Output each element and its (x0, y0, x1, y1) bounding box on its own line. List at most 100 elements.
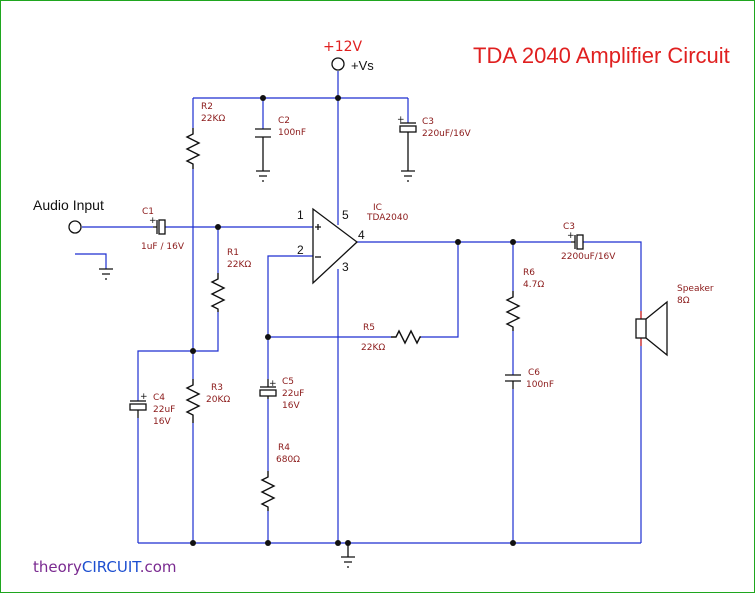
capacitor-c3-output: + C3 2200uF/16V (561, 222, 616, 262)
r2-name: R2 (201, 102, 213, 112)
c1-name: C1 (142, 207, 154, 217)
resistor-icon (260, 471, 276, 511)
resistor-icon (210, 273, 226, 312)
plus-icon: + (149, 216, 157, 226)
c4-value-line1: 22uF (153, 405, 175, 415)
c3a-name: C3 (422, 117, 434, 127)
capacitor-c1: + C1 1uF / 16V (141, 207, 185, 252)
audio-input: Audio Input (33, 197, 104, 234)
pin5-label: 5 (342, 208, 349, 222)
junction-dot (335, 95, 341, 101)
audio-input-label: Audio Input (33, 197, 104, 213)
c5-name: C5 (282, 377, 294, 387)
capacitor-icon (153, 220, 158, 234)
plus-icon: + (567, 231, 575, 241)
pin4-label: 4 (358, 228, 365, 242)
resistor-r3: R3 20KΩ (185, 379, 230, 423)
c2-value: 100nF (278, 128, 306, 138)
capacitor-c4: + C4 22uF 16V (129, 392, 175, 427)
r4-value: 680Ω (276, 455, 300, 465)
junction-dot (190, 540, 196, 546)
ground-symbols (99, 159, 415, 568)
ground-icon (341, 543, 355, 568)
c3b-speaker-wire (583, 241, 642, 311)
speaker: Speaker 8Ω (635, 284, 714, 357)
c3b-name: C3 (563, 222, 575, 232)
r1-value: 22KΩ (227, 260, 251, 270)
brand-suffix: .com (140, 558, 177, 576)
plus-icon: + (269, 379, 277, 389)
junction-dots (190, 95, 516, 546)
junction-dot (265, 540, 271, 546)
wires (75, 71, 642, 544)
resistor-icon (505, 291, 521, 331)
pin2-label: 2 (297, 243, 304, 257)
r5-name: R5 (363, 323, 375, 333)
supply-rail-label: +Vs (351, 58, 374, 73)
resistor-icon (391, 329, 421, 345)
ground-icon (256, 159, 270, 182)
r6-name: R6 (523, 268, 535, 278)
junction-dot (510, 540, 516, 546)
pin2-wire (267, 255, 313, 379)
brand-prefix: theory (33, 558, 82, 576)
plus-icon: + (140, 392, 148, 402)
c4-name: C4 (153, 393, 165, 403)
capacitor-c2: C2 100nF (255, 116, 306, 159)
r1-name: R1 (227, 248, 239, 258)
r4-name: R4 (278, 443, 290, 453)
pin3-label: 3 (342, 260, 349, 274)
input-gnd-wire (75, 253, 107, 269)
junction-dot (335, 540, 341, 546)
supply-voltage-label: +12V (323, 39, 363, 55)
ic-tda2040: IC TDA2040 1 2 3 4 5 (297, 203, 409, 285)
speaker-icon (635, 318, 647, 339)
vs-terminal-icon (331, 57, 345, 71)
brand-main: CIRCUIT (82, 558, 142, 576)
plus-icon: + (397, 115, 405, 125)
plus-icon (315, 224, 321, 230)
capacitor-icon (255, 128, 271, 159)
resistor-r2: R2 22KΩ (185, 102, 225, 169)
ground-icon (401, 159, 415, 182)
junction-dot (190, 348, 196, 354)
r1-bottom-wire (137, 312, 219, 401)
capacitor-c6: C6 100nF (505, 368, 554, 390)
junction-dot (215, 224, 221, 230)
ic-part: TDA2040 (366, 213, 409, 223)
supply-terminal: +12V +Vs (323, 39, 374, 73)
c6-name: C6 (528, 368, 540, 378)
ic-label: IC (373, 203, 382, 213)
resistor-icon (185, 379, 201, 423)
resistor-r5: R5 22KΩ (361, 323, 421, 353)
r3-name: R3 (211, 383, 223, 393)
resistor-r4: R4 680Ω (260, 443, 300, 511)
junction-dot (265, 334, 271, 340)
c5-value-line2: 16V (282, 401, 300, 411)
c2-name: C2 (278, 116, 290, 126)
pin1-label: 1 (297, 208, 304, 222)
capacitor-icon (505, 374, 521, 389)
site-brand: theoryCIRCUIT.com (33, 558, 177, 576)
c3b-value: 2200uF/16V (561, 252, 616, 262)
input-terminal-icon (68, 220, 82, 234)
capacitor-c3-supply: + C3 220uF/16V (397, 115, 472, 159)
c5-value-line1: 22uF (282, 389, 304, 399)
capacitor-icon (571, 235, 576, 249)
r6-value: 4.7Ω (523, 280, 544, 290)
c1-value: 1uF / 16V (141, 242, 185, 252)
diagram-title: TDA 2040 Amplifier Circuit (473, 43, 730, 68)
resistor-r1: R1 22KΩ (210, 248, 251, 312)
speaker-value: 8Ω (677, 296, 690, 306)
junction-dot (510, 239, 516, 245)
r5-value: 22KΩ (361, 343, 385, 353)
resistor-r6: R6 4.7Ω (505, 268, 544, 331)
c3a-value: 220uF/16V (422, 129, 472, 139)
junction-dot (260, 95, 266, 101)
opamp-icon (312, 207, 359, 285)
r2-value: 22KΩ (201, 114, 225, 124)
r3-value: 20KΩ (206, 395, 230, 405)
speaker-name: Speaker (677, 284, 714, 294)
